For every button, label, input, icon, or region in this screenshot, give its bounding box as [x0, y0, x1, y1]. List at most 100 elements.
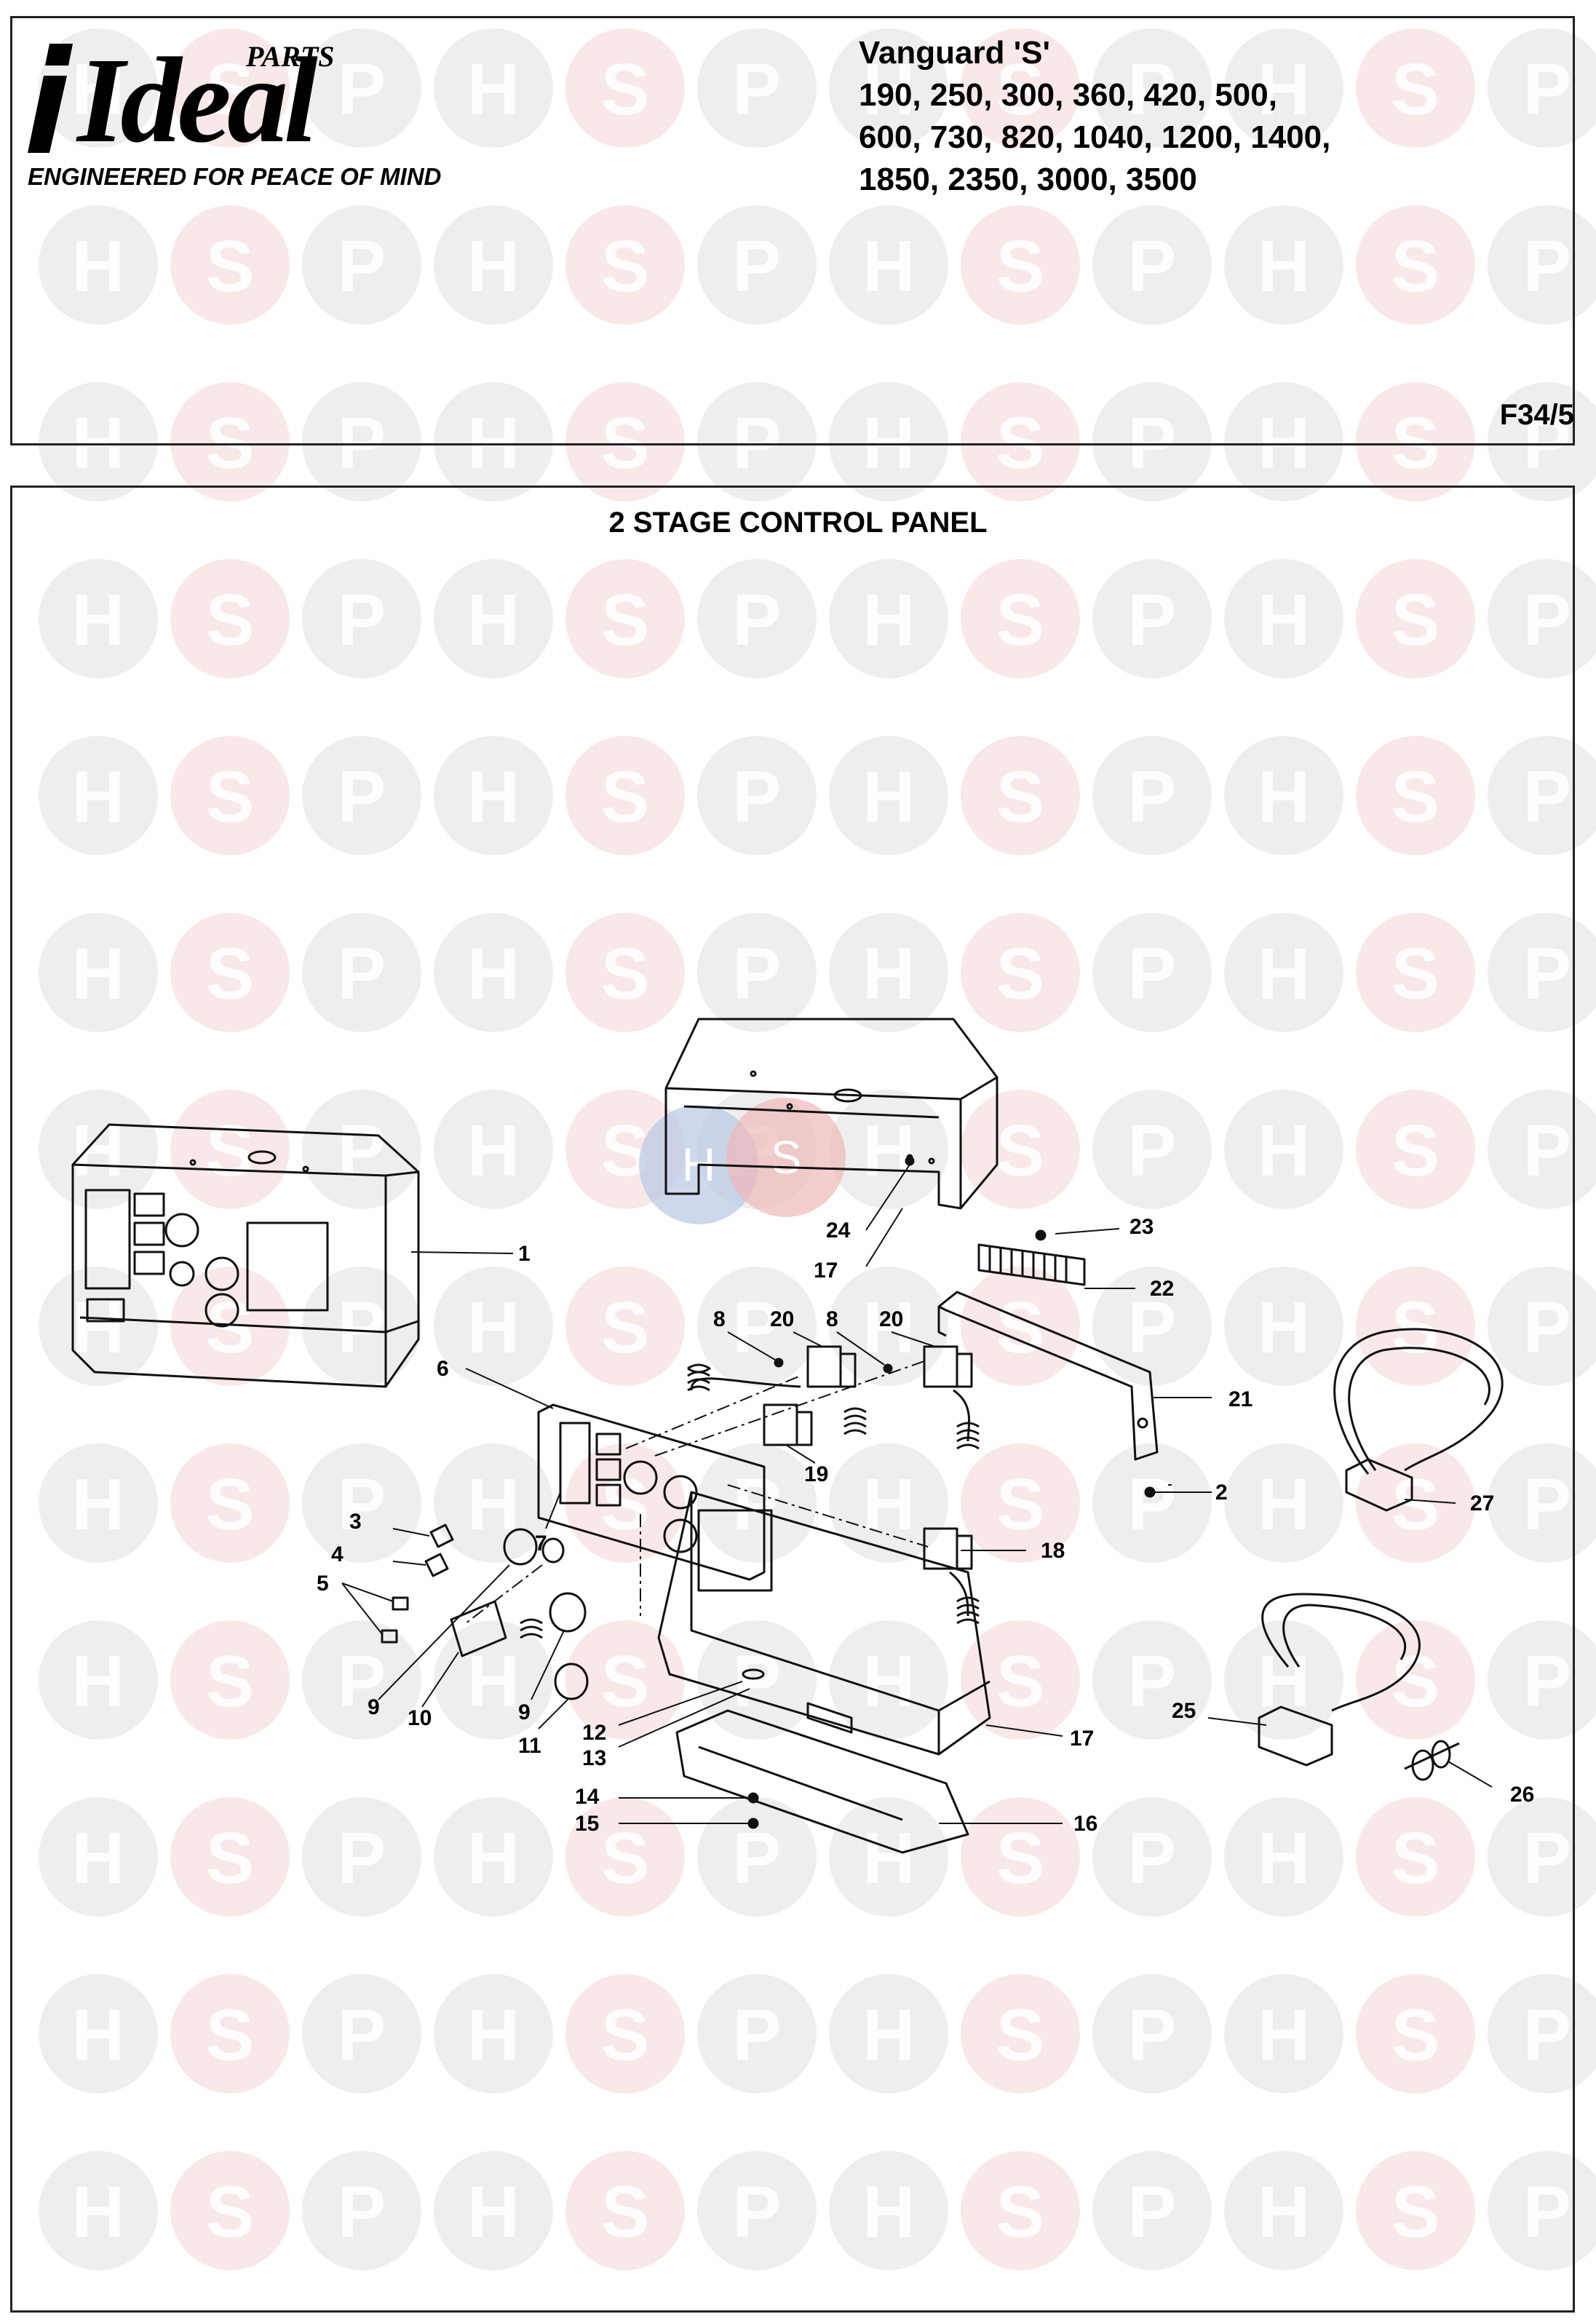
svg-text:H: H [862, 579, 915, 661]
svg-text:H: H [72, 933, 124, 1015]
watermark-s-circle: S [565, 1797, 685, 1917]
svg-text:S: S [601, 1287, 650, 1368]
watermark-s-circle: S [565, 2151, 685, 2270]
svg-text:H: H [1258, 1464, 1310, 1545]
watermark-p-circle: P [1488, 205, 1596, 325]
svg-text:S: S [996, 2171, 1045, 2253]
svg-text:P: P [733, 226, 782, 307]
svg-text:S: S [206, 933, 255, 1015]
watermark-p-circle: P [697, 2151, 817, 2270]
svg-text:P: P [338, 226, 386, 307]
watermark-center-s-circle: S [726, 1098, 846, 1217]
watermark-p-circle: P [1488, 2151, 1596, 2270]
watermark-p-circle: P [1092, 1620, 1212, 1740]
watermark-s-circle: S [170, 913, 290, 1032]
watermark-h-circle: H [39, 205, 158, 325]
watermark-s-circle: S [961, 559, 1080, 678]
callout-18: 18 [1041, 1539, 1065, 1563]
svg-text:P: P [338, 1287, 386, 1368]
part-9-knob [549, 1592, 587, 1633]
svg-text:P: P [338, 579, 386, 661]
watermark-s-circle: S [565, 205, 685, 325]
watermark-p-circle: P [1092, 736, 1212, 855]
svg-text:S: S [206, 49, 255, 130]
svg-text:P: P [733, 1818, 782, 1899]
watermark-p-circle: P [302, 1267, 421, 1386]
svg-text:H: H [862, 2171, 915, 2253]
svg-text:S: S [996, 1641, 1045, 1722]
diagram-title: 2 STAGE CONTROL PANEL [608, 507, 988, 539]
watermark-s-circle: S [1356, 1974, 1475, 2093]
watermark-h-circle: H [1224, 1797, 1343, 1917]
svg-text:P: P [1523, 1641, 1572, 1722]
model-list: Vanguard 'S' 190, 250, 300, 360, 420, 50… [859, 32, 1514, 201]
svg-text:H: H [1258, 226, 1310, 307]
svg-text:P: P [338, 1464, 386, 1545]
svg-text:P: P [1523, 1287, 1572, 1368]
part-22-terminal-strip [977, 1243, 1086, 1286]
svg-text:H: H [467, 1818, 520, 1899]
svg-text:P: P [338, 1994, 386, 2076]
callout-4: 4 [331, 1542, 344, 1566]
callout-14: 14 [575, 1785, 600, 1809]
svg-text:S: S [996, 1287, 1045, 1368]
watermark-h-circle: H [434, 1974, 553, 2093]
watermark-p-circle: P [1488, 736, 1596, 855]
svg-text:P: P [1128, 2171, 1177, 2253]
watermark-p-circle: P [1488, 28, 1596, 148]
watermark-h-circle: H [434, 736, 553, 855]
part-11-knob [554, 1663, 589, 1700]
watermark-p-circle: P [302, 1443, 421, 1563]
watermark-h-circle: H [39, 913, 158, 1032]
watermark-h-circle: H [39, 736, 158, 855]
watermark-p-circle: P [302, 205, 421, 325]
svg-text:P: P [1128, 579, 1177, 661]
svg-text:H: H [72, 1818, 124, 1899]
callout-20-right: 20 [879, 1307, 903, 1331]
callout-20-left: 20 [770, 1307, 794, 1331]
watermark-h-circle: H [829, 913, 948, 1032]
part-4-switch [424, 1553, 449, 1577]
watermark-p-circle: P [697, 913, 817, 1032]
watermark-h-circle: H [39, 2151, 158, 2270]
callout-16: 16 [1073, 1812, 1097, 1836]
part-25-harness [1258, 1593, 1421, 1767]
watermark-h-circle: H [39, 1443, 158, 1563]
svg-text:S: S [601, 2171, 650, 2253]
svg-text:P: P [1523, 1818, 1572, 1899]
watermark-s-circle: S [565, 28, 685, 148]
watermark-p-circle: P [302, 736, 421, 855]
watermark-p-circle: P [697, 1267, 817, 1386]
part-10-switch [450, 1600, 507, 1657]
watermark-p-circle: P [1092, 1090, 1212, 1209]
watermark-s-circle: S [961, 1267, 1080, 1386]
svg-text:P: P [733, 49, 782, 130]
watermark-p-circle: P [1092, 1797, 1212, 1917]
callout-9-right: 9 [518, 1700, 531, 1724]
svg-text:H: H [862, 1110, 915, 1192]
watermark-p-circle: P [302, 1974, 421, 2093]
svg-text:P: P [1523, 1994, 1572, 2076]
model-name: Vanguard 'S' [859, 35, 1050, 71]
part-1-control-box [71, 1123, 420, 1388]
watermark-s-circle: S [170, 1974, 290, 2093]
svg-text:P: P [733, 579, 782, 661]
svg-text:H: H [72, 579, 124, 661]
svg-text:S: S [1391, 1641, 1440, 1722]
watermark-h-circle: H [1224, 205, 1343, 325]
callout-27: 27 [1470, 1491, 1494, 1515]
svg-text:H: H [1258, 2171, 1310, 2253]
callout-17-lower: 17 [1070, 1727, 1094, 1751]
svg-text:S: S [601, 1818, 650, 1899]
callout-1: 1 [518, 1242, 531, 1266]
callout-9-left: 9 [368, 1695, 380, 1719]
watermark-p-circle: P [1488, 1974, 1596, 2093]
watermark-s-circle: S [170, 2151, 290, 2270]
model-sizes-line-1: 190, 250, 300, 360, 420, 500, [859, 77, 1277, 113]
watermark-h-circle: H [829, 1620, 948, 1740]
svg-text:P: P [1128, 226, 1177, 307]
model-sizes-line-3: 1850, 2350, 3000, 3500 [859, 162, 1197, 197]
svg-text:S: S [206, 756, 255, 838]
tagline: ENGINEERED FOR PEACE OF MIND [28, 163, 442, 190]
watermark-p-circle: P [1092, 1443, 1212, 1563]
